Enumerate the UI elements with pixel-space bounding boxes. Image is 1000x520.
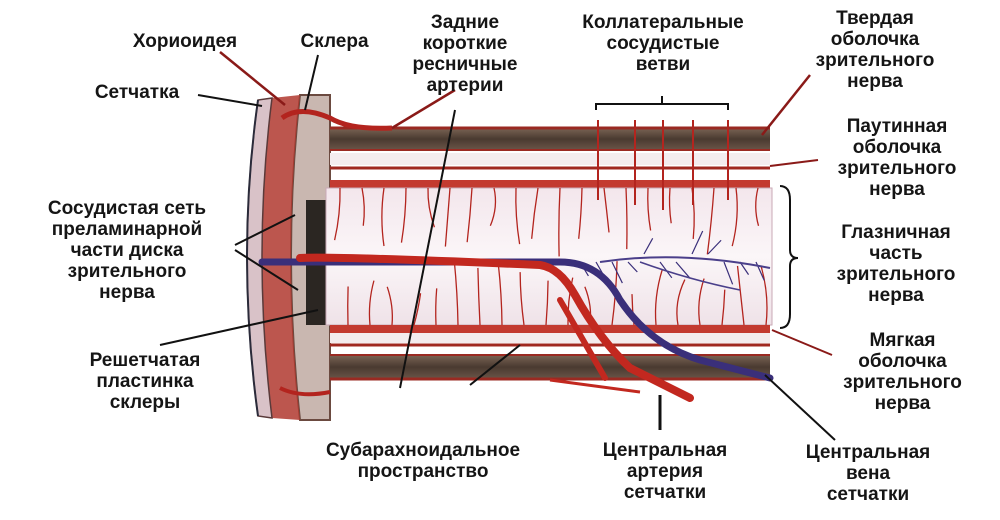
orbital-bracket (780, 186, 798, 328)
label-central-retinal-vein: Центральная вена сетчатки (768, 442, 968, 505)
label-lamina-cribrosa: Решетчатая пластинка склеры (60, 350, 230, 413)
label-prelaminar-vascular-network: Сосудистая сеть преламинарной части диск… (22, 198, 232, 303)
label-central-retinal-artery: Центральная артерия сетчатки (575, 440, 755, 503)
label-orbital-part: Глазничная часть зрительного нерва (806, 222, 986, 306)
label-collateral-branches: Коллатеральные сосудистые ветви (548, 12, 778, 75)
label-posterior-ciliary-arteries: Задние короткие ресничные артерии (395, 12, 535, 96)
pia-top (330, 180, 770, 188)
label-dura-mater: Твердая оболочка зрительного нерва (800, 8, 950, 92)
label-choroid: Хориоидея (110, 31, 260, 52)
label-retina: Сетчатка (72, 82, 202, 103)
label-arachnoid-mater: Паутинная оболочка зрительного нерва (812, 116, 982, 200)
pia-bottom (330, 325, 770, 333)
label-subarachnoid-space: Субарахноидальное пространство (278, 440, 568, 482)
label-pia-mater: Мягкая оболочка зрительного нерва (815, 330, 990, 414)
label-sclera: Склера (282, 31, 387, 52)
dura-top (330, 128, 770, 150)
collateral-bracket (596, 96, 728, 110)
